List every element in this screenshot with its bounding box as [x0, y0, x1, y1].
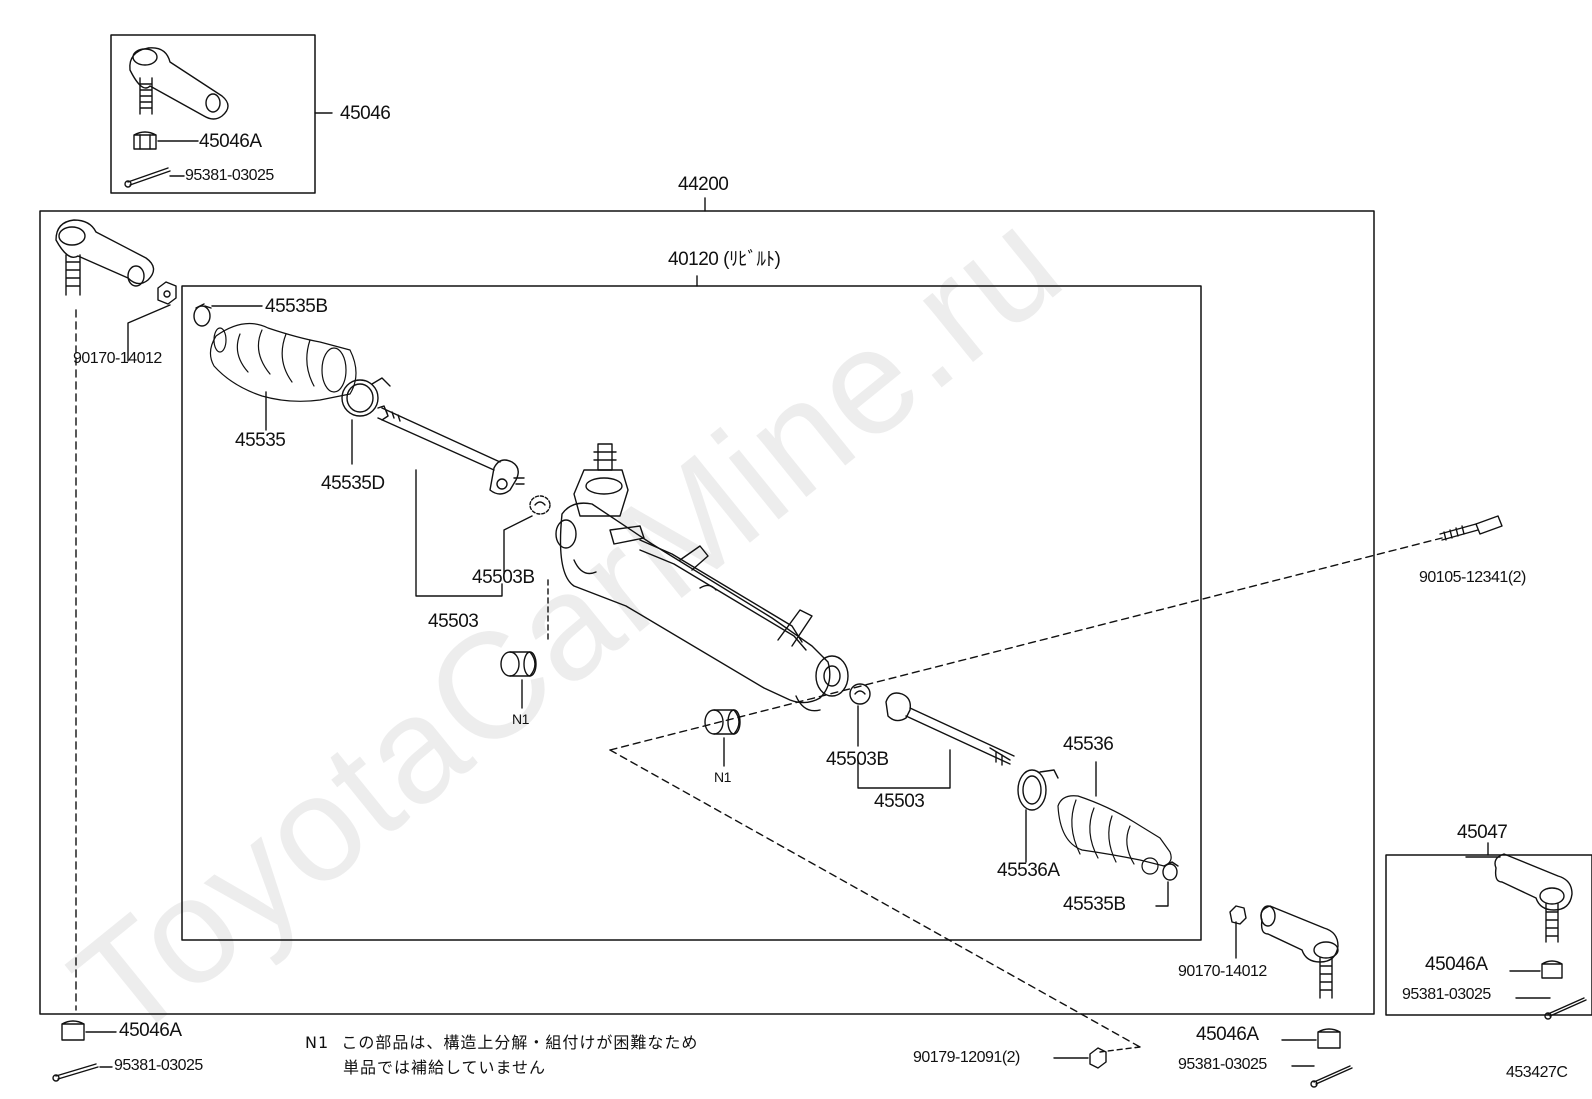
label-95381-bottom-left: 95381-03025: [114, 1057, 203, 1074]
label-45046A-right: 45046A: [1425, 954, 1488, 975]
castle-nut-bottom-right-icon: [1317, 1028, 1341, 1049]
label-95381-right: 95381-03025: [1402, 986, 1491, 1003]
label-45503B-top: 45503B: [472, 567, 535, 588]
label-45047: 45047: [1457, 822, 1508, 843]
figure-code: 453427C: [1506, 1064, 1568, 1081]
label-45535D: 45535D: [321, 473, 385, 494]
label-45046A-bottom-left: 45046A: [119, 1020, 182, 1041]
label-45503-bot: 45503: [874, 791, 925, 812]
clamp-45535B-top-icon: [193, 303, 212, 327]
tie-rod-end-right-icon: [1260, 905, 1339, 999]
assembly-frame-44200: [39, 210, 1375, 1015]
inner-tie-rod-right-icon: [885, 692, 1015, 766]
label-45503B-bot: 45503B: [826, 749, 889, 770]
lock-washer-45503B-top-icon: [529, 495, 551, 515]
nut-right-icon: [1229, 905, 1247, 925]
band-45536A-icon: [1017, 769, 1059, 811]
label-45536A: 45536A: [997, 860, 1060, 881]
lock-washer-45503B-bot-icon: [849, 683, 871, 705]
steering-rack-housing-icon: [555, 443, 849, 712]
label-n1-mid: N1: [714, 769, 731, 785]
bushing-n1-mid-icon: [704, 709, 741, 735]
tie-rod-end-icon: [129, 47, 229, 120]
label-90179: 90179-12091(2): [913, 1049, 1020, 1066]
label-45046A-top: 45046A: [199, 131, 262, 152]
label-45503-top: 45503: [428, 611, 479, 632]
cotter-pin-icon: [124, 167, 171, 188]
label-90170-left: 90170-14012: [73, 350, 162, 367]
label-45046A-bottom-right: 45046A: [1196, 1024, 1259, 1045]
boot-45535-icon: [209, 322, 357, 402]
cotter-pin-bottom-right-icon: [1310, 1065, 1353, 1088]
kit-box-45047: [1385, 854, 1592, 1016]
note-line-1: N1 この部品は、構造上分解・組付けが困難なため: [305, 1033, 699, 1052]
clamp-45535B-bot-icon: [1162, 861, 1179, 881]
label-90105: 90105-12341(2): [1419, 569, 1526, 586]
castle-nut-right-icon: [1541, 960, 1563, 979]
label-45536: 45536: [1063, 734, 1114, 755]
label-45535B-top: 45535B: [265, 296, 328, 317]
band-45535D-icon: [341, 377, 391, 417]
note-line-2: 単品では補給していません: [343, 1058, 547, 1077]
label-95381-top: 95381-03025: [185, 167, 274, 184]
tie-rod-end-kit-right-icon: [1494, 853, 1573, 943]
label-45535B-bot: 45535B: [1063, 894, 1126, 915]
label-95381-bottom-right: 95381-03025: [1178, 1056, 1267, 1073]
label-assembly-44200: 44200: [678, 174, 729, 195]
bolt-90105-icon: [1439, 515, 1503, 541]
inner-tie-rod-left-icon: [377, 405, 525, 495]
cotter-pin-right-icon: [1544, 997, 1587, 1020]
cotter-pin-bottom-left-icon: [52, 1063, 99, 1082]
bushing-n1-left-icon: [500, 651, 537, 677]
tie-rod-end-left-icon: [55, 219, 155, 296]
label-subassembly-40120: 40120 (ﾘﾋﾞﾙﾄ): [668, 249, 781, 270]
castle-nut-icon: [133, 131, 157, 150]
label-90170-right: 90170-14012: [1178, 963, 1267, 980]
subassembly-frame-40120: [181, 285, 1202, 941]
label-45535: 45535: [235, 430, 286, 451]
label-n1-left: N1: [512, 711, 529, 727]
nut-left-icon: [157, 281, 177, 305]
nut-90179-icon: [1089, 1047, 1107, 1069]
label-45046: 45046: [340, 103, 391, 124]
castle-nut-bottom-left-icon: [61, 1020, 85, 1041]
boot-45536-icon: [1057, 795, 1172, 875]
kit-box-45046: [110, 34, 316, 194]
